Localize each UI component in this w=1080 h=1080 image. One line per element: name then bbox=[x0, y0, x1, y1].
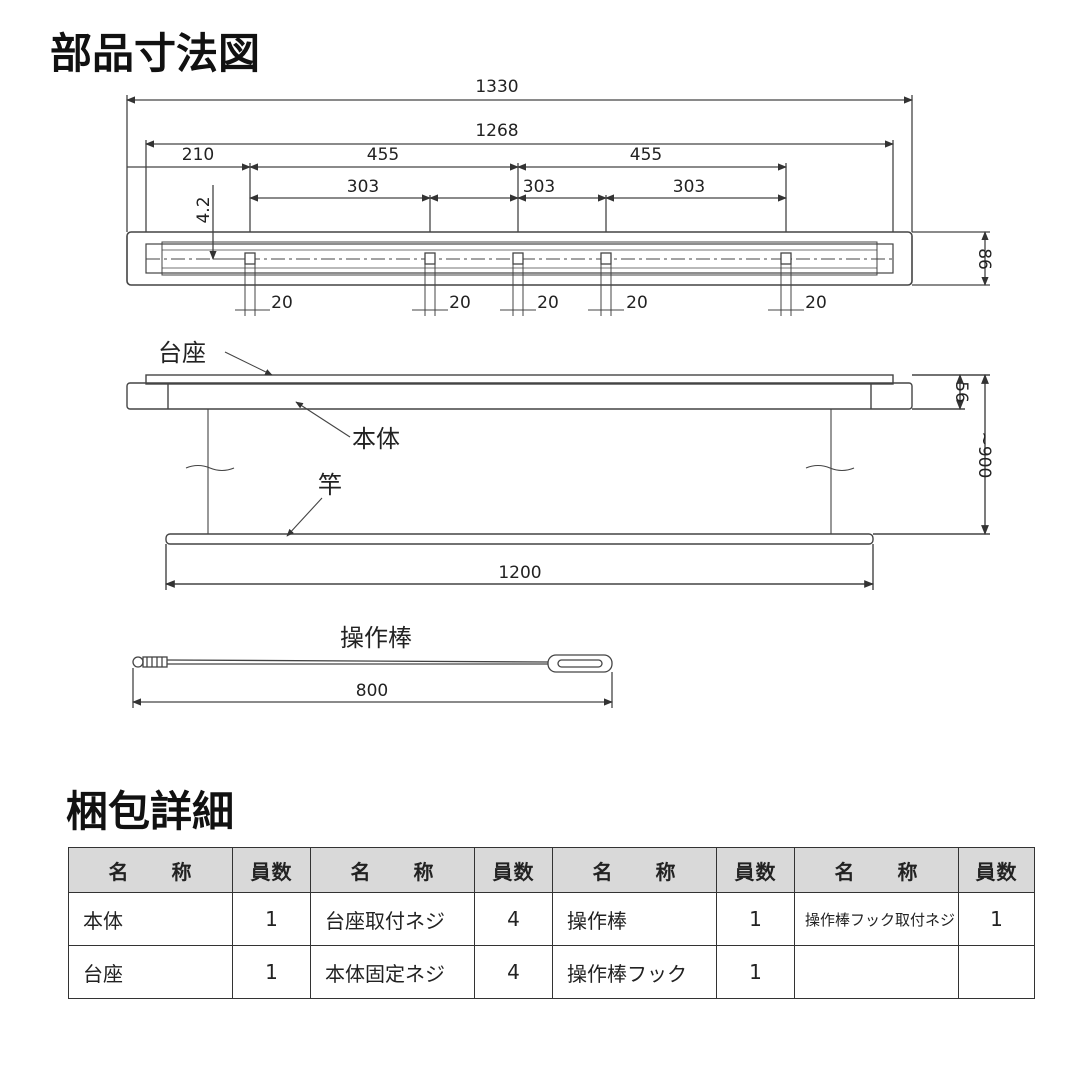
dim-20-2: 20 bbox=[449, 293, 471, 313]
dim-86: 86 bbox=[974, 248, 994, 270]
dim-1200: 1200 bbox=[498, 563, 541, 583]
item-qty: 4 bbox=[474, 945, 553, 999]
dim-455-left: 455 bbox=[367, 145, 399, 165]
packing-table: 名 称 員数 名 称 員数 名 称 員数 名 称 員数 本体 1 台座取付ネジ … bbox=[68, 847, 1035, 999]
dim-455-right: 455 bbox=[630, 145, 662, 165]
header-name: 名 称 bbox=[68, 847, 233, 893]
item-qty: 1 bbox=[716, 945, 795, 999]
header-qty: 員数 bbox=[958, 847, 1035, 893]
header-name: 名 称 bbox=[552, 847, 717, 893]
table-row: 本体 1 台座取付ネジ 4 操作棒 1 操作棒フック取付ネジ 1 bbox=[68, 892, 1035, 946]
dim-210: 210 bbox=[182, 145, 214, 165]
dimensions-title: 部品寸法図 bbox=[50, 29, 261, 78]
label-base: 台座 bbox=[158, 339, 206, 367]
header-qty: 員数 bbox=[716, 847, 795, 893]
dim-303-left: 303 bbox=[347, 177, 379, 197]
dim-1330: 1330 bbox=[475, 77, 518, 97]
item-name bbox=[794, 945, 959, 999]
item-name: 本体 bbox=[68, 892, 233, 946]
header-qty: 員数 bbox=[232, 847, 311, 893]
item-name: 本体固定ネジ bbox=[310, 945, 475, 999]
label-body: 本体 bbox=[352, 425, 400, 453]
front-view bbox=[126, 351, 990, 590]
item-qty: 1 bbox=[232, 892, 311, 946]
label-operating-rod: 操作棒 bbox=[340, 624, 412, 652]
dim-1268: 1268 bbox=[475, 121, 518, 141]
dim-20-3: 20 bbox=[537, 293, 559, 313]
packing-title: 梱包詳細 bbox=[66, 787, 235, 836]
dim-800: 800 bbox=[356, 681, 388, 701]
dim-56: 56 bbox=[951, 381, 971, 403]
dim-4-2: 4.2 bbox=[194, 196, 214, 223]
dim-303-center: 303 bbox=[523, 177, 555, 197]
dim-900: ~900 bbox=[974, 432, 994, 479]
table-row: 台座 1 本体固定ネジ 4 操作棒フック 1 bbox=[68, 945, 1035, 999]
item-name: 操作棒 bbox=[552, 892, 717, 946]
dim-20-4: 20 bbox=[626, 293, 648, 313]
dim-20-5: 20 bbox=[805, 293, 827, 313]
label-pole: 竿 bbox=[318, 471, 342, 499]
item-qty: 4 bbox=[474, 892, 553, 946]
top-view bbox=[126, 95, 990, 316]
pole-outline bbox=[165, 533, 874, 545]
operating-rod bbox=[132, 654, 613, 708]
item-qty: 1 bbox=[958, 892, 1035, 946]
item-qty bbox=[958, 945, 1035, 999]
item-qty: 1 bbox=[232, 945, 311, 999]
packing-header-row: 名 称 員数 名 称 員数 名 称 員数 名 称 員数 bbox=[68, 847, 1035, 893]
item-name: 操作棒フック bbox=[552, 945, 717, 999]
screw-holes bbox=[244, 252, 792, 265]
dim-20-1: 20 bbox=[271, 293, 293, 313]
header-name: 名 称 bbox=[310, 847, 475, 893]
header-qty: 員数 bbox=[474, 847, 553, 893]
header-name: 名 称 bbox=[794, 847, 959, 893]
item-name: 台座取付ネジ bbox=[310, 892, 475, 946]
dimension-drawing: 1330 1268 210 455 455 303 303 303 4.2 86… bbox=[126, 77, 994, 708]
item-name: 操作棒フック取付ネジ bbox=[794, 892, 959, 946]
body-outline bbox=[126, 382, 913, 410]
dim-303-right: 303 bbox=[673, 177, 705, 197]
base-outline bbox=[145, 374, 894, 385]
item-name: 台座 bbox=[68, 945, 233, 999]
item-qty: 1 bbox=[716, 892, 795, 946]
